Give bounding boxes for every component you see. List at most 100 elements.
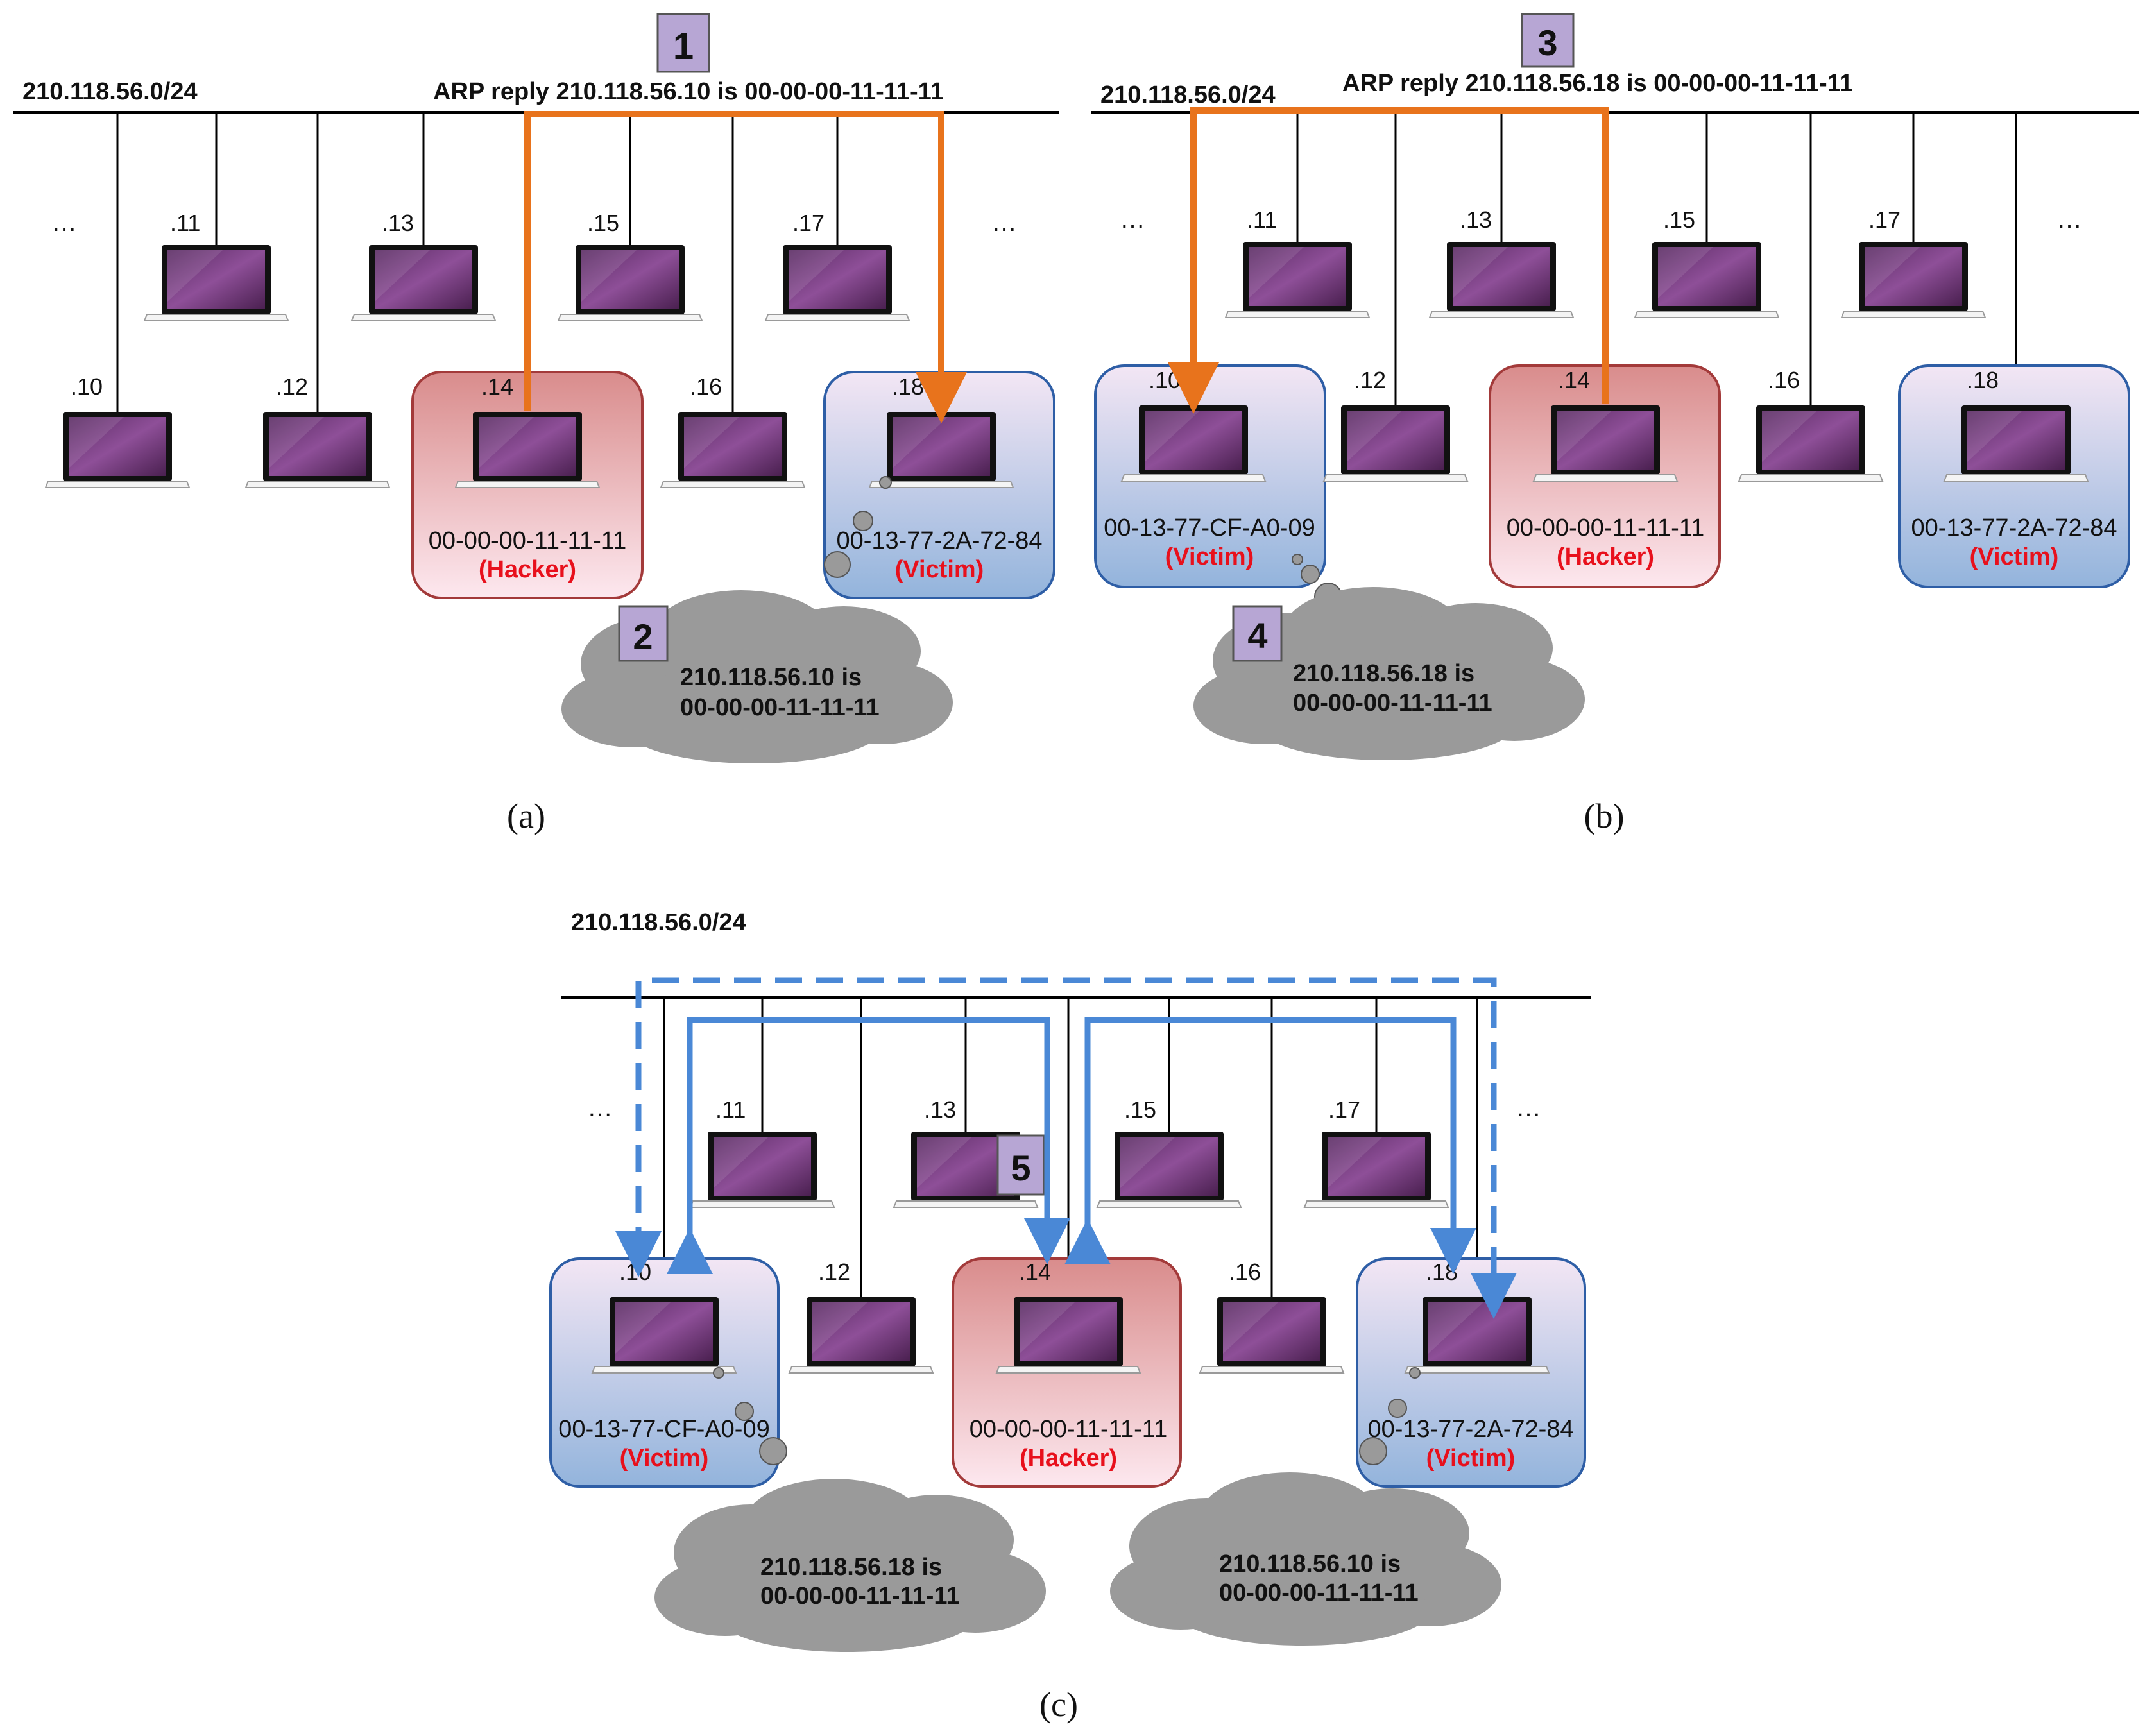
thought-dot [713, 1367, 724, 1379]
cloud-text-line1: 210.118.56.10 is [680, 664, 862, 691]
host-label: .14 [1558, 367, 1590, 393]
laptop-icon [690, 1131, 835, 1208]
arp-reply-arrow [524, 111, 967, 423]
subnet-label: 210.118.56.0/24 [22, 78, 198, 105]
laptop-icon [1304, 1131, 1449, 1208]
host-label: .17 [1328, 1096, 1360, 1123]
ellipsis-right: … [2056, 205, 2082, 234]
laptop-icon [1097, 1131, 1242, 1208]
thought-dot [1292, 554, 1303, 565]
victim-role: (Victim) [1970, 543, 2059, 570]
hacker-mac: 00-00-00-11-11-11 [429, 527, 626, 554]
thought-dot [1359, 1437, 1387, 1465]
victim-mac: 00-13-77-2A-72-84 [1367, 1416, 1573, 1443]
host-label: .18 [1426, 1259, 1458, 1285]
subnet-label: 210.118.56.0/24 [571, 909, 746, 936]
host-label: .10 [619, 1259, 651, 1285]
intended-path-dashed [635, 977, 1497, 1296]
step-1-number: 1 [673, 26, 694, 67]
host-label: .13 [924, 1096, 956, 1123]
laptop-icon [1121, 405, 1266, 482]
victim-mac: 00-13-77-CF-A0-09 [558, 1416, 769, 1443]
laptop-icon [1199, 1297, 1344, 1374]
host-label: .10 [71, 373, 103, 400]
victim-mac: 00-13-77-2A-72-84 [836, 527, 1042, 554]
panel-b: 210.118.56.0/24 ARP reply 210.118.56.18 … [1091, 13, 2139, 835]
thought-dot [1388, 1399, 1407, 1418]
step-3-box [1521, 13, 1575, 68]
ellipsis-right: … [1516, 1094, 1541, 1122]
laptop-icon [245, 411, 390, 488]
host-label: .11 [1247, 207, 1277, 233]
cloud-text-line1: 210.118.56.18 is [1293, 660, 1474, 687]
laptop-icon [45, 411, 190, 488]
step-1-text: ARP reply 210.118.56.10 is 00-00-00-11-1… [433, 78, 944, 105]
thought-dot [759, 1437, 787, 1465]
host-label: .16 [1768, 367, 1800, 393]
step-5-box [996, 1134, 1045, 1196]
step-3-number: 3 [1537, 22, 1557, 63]
victim-mac: 00-13-77-CF-A0-09 [1104, 515, 1315, 541]
hacker-role: (Hacker) [1020, 1445, 1117, 1472]
host-label: .15 [1663, 207, 1695, 233]
arp-reply-arrow [1168, 107, 1609, 414]
host-label: .14 [1019, 1259, 1051, 1285]
thought-dot [853, 511, 873, 531]
cloud-text-line1: 210.118.56.10 is [1219, 1551, 1401, 1578]
cloud-text-line2: 00-00-00-11-11-11 [680, 694, 880, 721]
cloud-text-line2: 00-00-00-11-11-11 [760, 1583, 960, 1610]
laptop-icon [1405, 1297, 1550, 1374]
host-label: .14 [481, 373, 513, 400]
ellipsis-left: … [587, 1094, 613, 1122]
cloud-text-line2: 00-00-00-11-11-11 [1293, 690, 1492, 717]
step-5-number: 5 [1011, 1148, 1030, 1188]
victim-role: (Victim) [1426, 1445, 1516, 1472]
step-1-box [656, 13, 710, 73]
host-label: .16 [1229, 1259, 1261, 1285]
laptop-icon [592, 1297, 737, 1374]
step-3-text: ARP reply 210.118.56.18 is 00-00-00-11-1… [1342, 70, 1853, 97]
laptop-icon [1533, 405, 1678, 482]
laptop-icon [869, 411, 1014, 488]
hacker-role: (Hacker) [479, 556, 576, 583]
victim-role: (Victim) [620, 1445, 709, 1472]
step-4-number: 4 [1247, 615, 1267, 656]
thought-dot [1409, 1367, 1421, 1379]
relay-path-right [1064, 1017, 1476, 1274]
victim-role: (Victim) [895, 556, 984, 583]
laptop-icon [144, 244, 289, 321]
hacker-mac: 00-00-00-11-11-11 [1507, 515, 1704, 541]
drop-lines [1192, 112, 2017, 411]
laptop-icon [1225, 241, 1370, 318]
cloud-text-line1: 210.118.56.18 is [760, 1554, 942, 1581]
caption-b: (b) [1584, 797, 1625, 835]
laptop-icon [789, 1297, 934, 1374]
host-label: .10 [1149, 367, 1181, 393]
host-label: .12 [276, 373, 308, 400]
thought-dot [735, 1402, 754, 1421]
step-4-box [1232, 605, 1283, 662]
ellipsis-right: … [991, 208, 1017, 237]
laptop-icon [1634, 241, 1779, 318]
panel-c: 210.118.56.0/24 … … .10 .11 [549, 909, 1591, 1724]
host-label: .13 [382, 210, 414, 236]
host-label: .15 [587, 210, 619, 236]
thought-dot [824, 551, 851, 578]
laptop-icon [351, 244, 496, 321]
host-label: .11 [170, 210, 200, 236]
cloud-text-line2: 00-00-00-11-11-11 [1219, 1579, 1419, 1606]
laptop-icon [1323, 405, 1468, 482]
laptop-icon [1738, 405, 1883, 482]
relay-path-left [667, 1017, 1070, 1274]
step-2-number: 2 [633, 617, 653, 657]
host-label: .18 [892, 373, 924, 400]
victim-role: (Victim) [1165, 543, 1254, 570]
subnet-label: 210.118.56.0/24 [1100, 81, 1276, 108]
thought-dot [879, 476, 892, 489]
laptop-icon [765, 244, 910, 321]
host-label: .12 [818, 1259, 850, 1285]
host-label: .18 [1967, 367, 1999, 393]
laptop-icon [1944, 405, 2089, 482]
laptop-icon [996, 1297, 1141, 1374]
